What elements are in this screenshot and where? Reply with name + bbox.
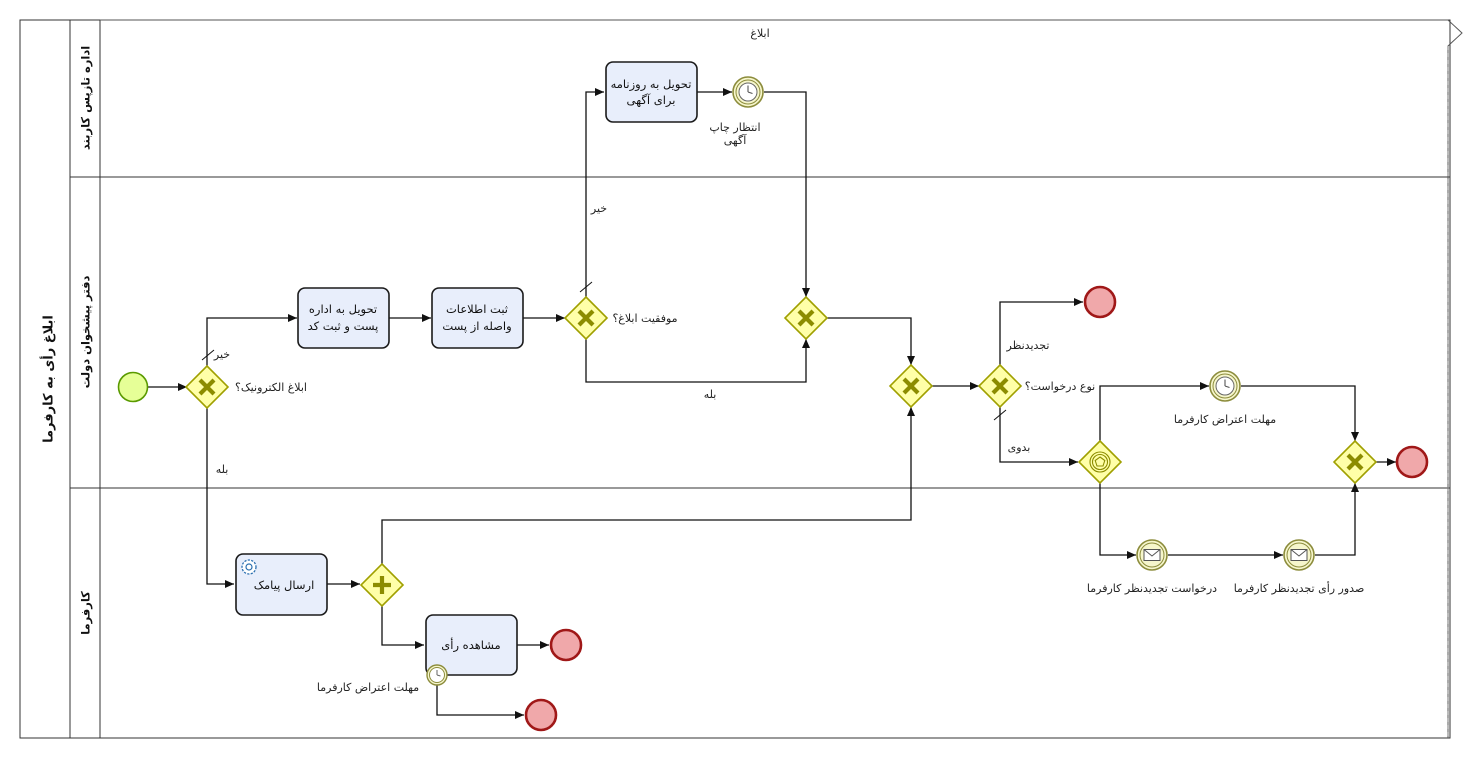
flow-eventgw-to-msg1 [1099, 483, 1136, 559]
flow-label-no-1: خیر [213, 348, 230, 361]
gateway-request-type-label: نوع درخواست؟ [1025, 380, 1095, 393]
flow-gw1-no-to-post [206, 314, 297, 367]
gateway-event-based[interactable] [1077, 439, 1123, 485]
task-deliver-newspaper-line-2: برای آگهی [627, 93, 676, 108]
gateway-notify-success[interactable] [563, 295, 609, 341]
flow-label-none: بدوی [1008, 441, 1031, 454]
message-event-review-verdict[interactable] [1283, 539, 1315, 571]
task-send-sms-label: ارسال پیامک [254, 578, 315, 593]
message-review-request-label: درخواست تجدیدنظر کارفرما [1087, 582, 1217, 595]
task-register-info-line-2: واصله از پست [442, 319, 511, 334]
start-event[interactable] [117, 371, 149, 403]
gateway-electronic[interactable] [184, 364, 230, 410]
task-register-info[interactable]: ثبت اطلاعات واصله از پست [431, 287, 524, 349]
timer-print-line-2: آگهی [724, 133, 747, 147]
gateway-request-type[interactable] [977, 363, 1023, 409]
end-event-view[interactable] [549, 628, 583, 662]
flow-gw3-to-gw4 [827, 317, 915, 365]
gateway-notify-success-label: موفقیت ابلاغ؟ [612, 312, 677, 325]
end-event-main[interactable] [1395, 445, 1429, 479]
task-register-info-line-1: ثبت اطلاعات [446, 302, 508, 316]
group-box [100, 19, 1463, 738]
flow-gw2-yes-to-gw3 [585, 339, 810, 383]
flow-label-yes-1: بله [216, 463, 229, 476]
flow-eventgw-to-timer [1099, 382, 1209, 441]
flow-default-slash-2 [579, 281, 593, 293]
lane-label-top: اداره تازپس کاربند [79, 46, 93, 150]
lane-label-bottom: کارفرما [79, 591, 93, 635]
gateway-merge-1[interactable] [783, 295, 829, 341]
lane-label-middle: دفتر پیشخوان دولت [79, 276, 94, 389]
task-deliver-newspaper-line-1: تحویل به روزنامه [611, 77, 692, 92]
flow-timer-to-gw6 [1241, 385, 1359, 441]
task-view-verdict[interactable]: مشاهده رأی [425, 614, 518, 676]
gateway-parallel[interactable] [359, 562, 405, 608]
flow-gw5-none-to-eventgw [999, 407, 1078, 466]
task-deliver-post-line-1: تحویل به اداره [309, 302, 377, 317]
timer-event-print[interactable] [732, 76, 764, 108]
end-event-review[interactable] [1083, 285, 1117, 319]
timer-event-deadline[interactable] [1209, 370, 1241, 402]
flow-boundary-to-end [436, 685, 524, 719]
flow-label-review: تجدیدنظر [1006, 339, 1050, 352]
end-event-deadline[interactable] [524, 698, 558, 732]
service-gear-icon [241, 559, 257, 575]
gateway-merge-3[interactable] [1332, 439, 1378, 485]
task-send-sms[interactable]: ارسال پیامک [235, 553, 328, 616]
flow-default-slash-1 [201, 349, 215, 361]
flow-gw5-review-to-end [999, 298, 1083, 365]
pool-title: ابلاغ رأی به کارفرما [40, 315, 57, 443]
gateway-electronic-label: ابلاغ الکترونیک؟ [235, 381, 307, 394]
message-review-verdict-label: صدور رأی تجدیدنظر کارفرما [1234, 581, 1365, 595]
timer-deadline-label: مهلت اعتراض کارفرما [1174, 413, 1276, 426]
boundary-timer-label: مهلت اعتراض کارفرما [317, 681, 419, 694]
group-title: ابلاغ [750, 27, 769, 40]
flow-default-slash-3 [993, 409, 1007, 421]
task-deliver-post-line-2: پست و ثبت کد [308, 319, 379, 334]
gateway-merge-2[interactable] [888, 363, 934, 409]
flow-label-no-2: خیر [590, 202, 607, 215]
task-deliver-post[interactable]: تحویل به اداره پست و ثبت کد [297, 287, 390, 349]
message-event-review-request[interactable] [1136, 539, 1168, 571]
task-view-verdict-label: مشاهده رأی [441, 637, 500, 653]
task-deliver-newspaper[interactable]: تحویل به روزنامه برای آگهی [605, 61, 698, 123]
flow-gw2-no-to-newspaper [585, 88, 604, 297]
sequence-flows [148, 88, 1396, 719]
flow-msg2-to-gw6 [1315, 483, 1359, 556]
timer-print-line-1: انتظار چاپ [709, 121, 760, 134]
flow-timer-to-gw3 [764, 91, 810, 297]
flow-parallel-to-gw4 [381, 407, 915, 564]
flow-label-yes-2: بله [704, 388, 717, 401]
boundary-timer-event[interactable] [426, 664, 448, 686]
flow-parallel-to-view [381, 606, 424, 649]
flow-gw1-yes-to-sms [206, 407, 234, 588]
